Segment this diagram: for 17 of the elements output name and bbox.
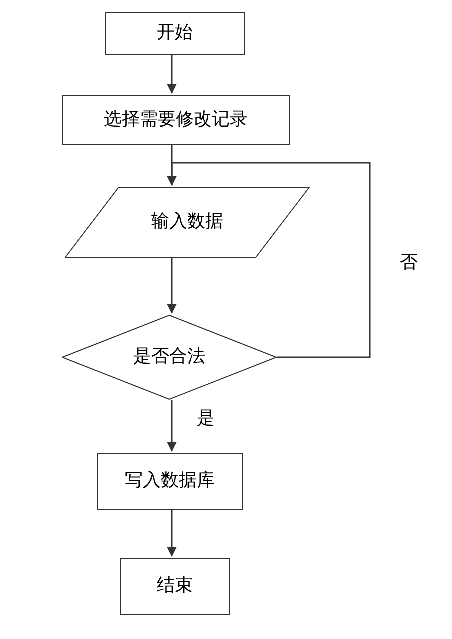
node-label: 写入数据库 bbox=[125, 470, 215, 493]
decision-diamond bbox=[62, 315, 277, 400]
arrow bbox=[167, 510, 177, 557]
arrow bbox=[167, 400, 177, 452]
node-label: 结束 bbox=[157, 575, 193, 598]
input-parallelogram bbox=[65, 187, 310, 258]
process-box bbox=[62, 95, 290, 145]
arrow bbox=[167, 55, 177, 94]
process-box bbox=[105, 12, 245, 55]
process-box bbox=[120, 558, 230, 615]
node-label: 开始 bbox=[157, 22, 193, 45]
arrow bbox=[167, 162, 371, 358]
arrow bbox=[167, 258, 177, 314]
node-label: 选择需要修改记录 bbox=[104, 108, 248, 132]
node-label: 输入数据 bbox=[152, 211, 224, 234]
process-box bbox=[97, 453, 243, 510]
node-label: 是否合法 bbox=[134, 346, 206, 369]
